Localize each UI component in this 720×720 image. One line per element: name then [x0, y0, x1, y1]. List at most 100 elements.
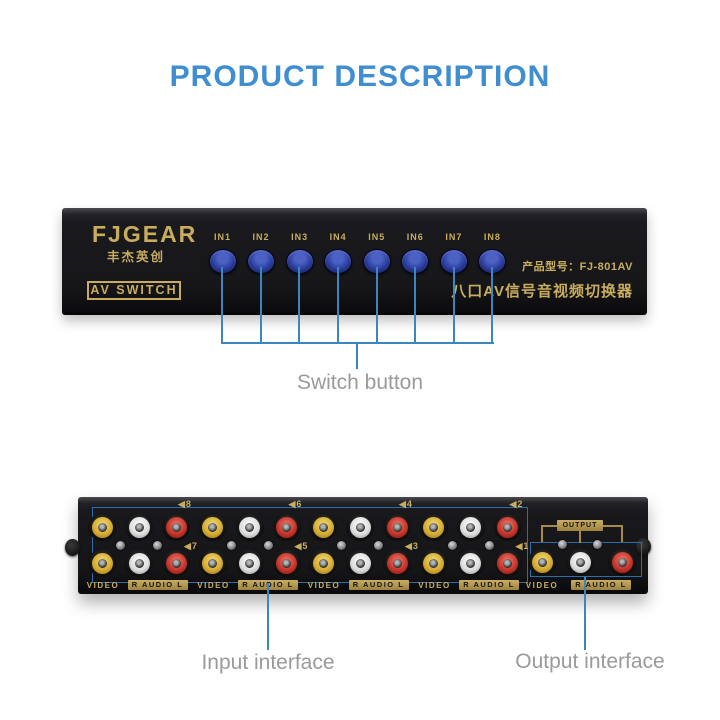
jack-ring: [531, 551, 553, 573]
jack-hole: [97, 522, 107, 532]
model-number-text: 产品型号：FJ-801AV: [522, 261, 633, 273]
rca-jack-video: [198, 513, 227, 541]
jack-ring: [202, 552, 223, 574]
product-name-text: 八口AV信号音视频切换器: [451, 283, 633, 300]
jack-hole: [171, 558, 181, 568]
jack-ring: [312, 516, 334, 538]
screw-icon: [374, 540, 383, 550]
jack-hole: [429, 522, 438, 532]
screw-icon: [226, 540, 236, 550]
button-label: IN1: [213, 232, 231, 242]
jack-hole: [503, 522, 512, 532]
jack-ring: [423, 516, 444, 538]
jack-ring: [239, 516, 260, 538]
jack-ring: [386, 552, 408, 574]
jack-ring: [497, 516, 518, 538]
rca-jack-audio-red: [162, 549, 190, 577]
video-label: VIDEO: [307, 581, 341, 590]
jack-ring: [128, 516, 150, 538]
switch-callout-line: [491, 267, 494, 343]
jack-ring: [276, 552, 297, 574]
jack-hole: [245, 522, 254, 532]
screw-icon: [116, 540, 125, 550]
video-label: VIDEO: [86, 581, 120, 590]
rca-jack-audio-red: [383, 513, 411, 541]
rca-jack-audio-white: [346, 513, 374, 541]
rca-jack-audio-white: [346, 549, 374, 577]
channel-number-bottom: ◀7: [184, 541, 198, 551]
side-screw-post-left: [65, 539, 80, 556]
rca-jack-audio-red: [162, 513, 190, 541]
jack-ring: [312, 552, 334, 574]
rca-jack-audio-red: [493, 549, 522, 577]
jack-ring: [165, 552, 187, 574]
output-bracket-line: [541, 525, 543, 542]
audio-label: R AUDIO L: [459, 580, 519, 590]
rca-jack-audio-red: [493, 513, 522, 541]
jack-ring: [611, 551, 633, 573]
rca-jack-audio-white: [456, 513, 485, 541]
switch-callout-line: [298, 267, 301, 343]
output-callout-line: [584, 577, 586, 650]
screw-icon: [592, 539, 602, 549]
jack-hole: [466, 522, 475, 532]
jack-ring: [128, 552, 150, 574]
jack-ring: [165, 516, 187, 538]
jack-hole: [208, 522, 217, 532]
screw-icon: [447, 540, 457, 550]
video-label: VIDEO: [197, 581, 230, 590]
callout-stem-line: [356, 344, 358, 369]
rca-jack-video: [88, 549, 116, 577]
rca-jack-output-audio-red: [608, 548, 636, 576]
jack-ring: [202, 516, 223, 538]
screw-icon: [337, 540, 346, 550]
rca-jack-audio-white: [125, 549, 153, 577]
callout-horizontal-line: [221, 342, 494, 344]
rca-jack-video: [198, 549, 227, 577]
output-label: OUTPUT: [557, 520, 603, 531]
switch-callout-line: [221, 267, 223, 343]
jack-hole: [245, 558, 254, 568]
jack-ring: [460, 552, 481, 574]
video-label: VIDEO: [525, 581, 559, 590]
switch-callout-line: [336, 267, 339, 343]
jack-hole: [282, 558, 291, 568]
jack-hole: [318, 558, 328, 568]
button-label: IN3: [291, 232, 309, 242]
rca-jack-video: [309, 513, 337, 541]
rca-jack-video: [419, 513, 448, 541]
input-callout-line: [267, 583, 269, 650]
screw-icon: [263, 540, 273, 550]
jack-hole: [537, 557, 547, 567]
jack-ring: [569, 551, 591, 573]
jack-hole: [171, 522, 181, 532]
button-label: IN4: [329, 232, 347, 242]
channel-number-bottom: ◀1: [515, 541, 530, 551]
brand-logo: FJGEAR: [92, 221, 198, 247]
input-interface-label: Input interface: [201, 651, 335, 674]
jack-ring: [497, 552, 518, 574]
jack-hole: [466, 558, 475, 568]
audio-label: R AUDIO L: [571, 580, 631, 590]
output-interface-label: Output interface: [515, 650, 665, 673]
rca-jack-video: [419, 549, 448, 577]
jack-hole: [355, 522, 365, 532]
jack-hole: [134, 558, 144, 568]
jack-hole: [355, 558, 365, 568]
channel-number-top: ◀8: [178, 499, 192, 509]
switch-callout-line: [452, 267, 455, 343]
jack-ring: [460, 516, 481, 538]
output-bracket-line: [579, 530, 581, 543]
jack-ring: [276, 516, 297, 538]
channel-number-bottom: ◀3: [405, 541, 419, 551]
rca-jack-video: [309, 549, 337, 577]
jack-hole: [134, 522, 144, 532]
jack-hole: [208, 558, 217, 568]
button-label: IN8: [483, 232, 501, 242]
jack-hole: [617, 557, 627, 567]
button-label: IN7: [445, 232, 463, 242]
